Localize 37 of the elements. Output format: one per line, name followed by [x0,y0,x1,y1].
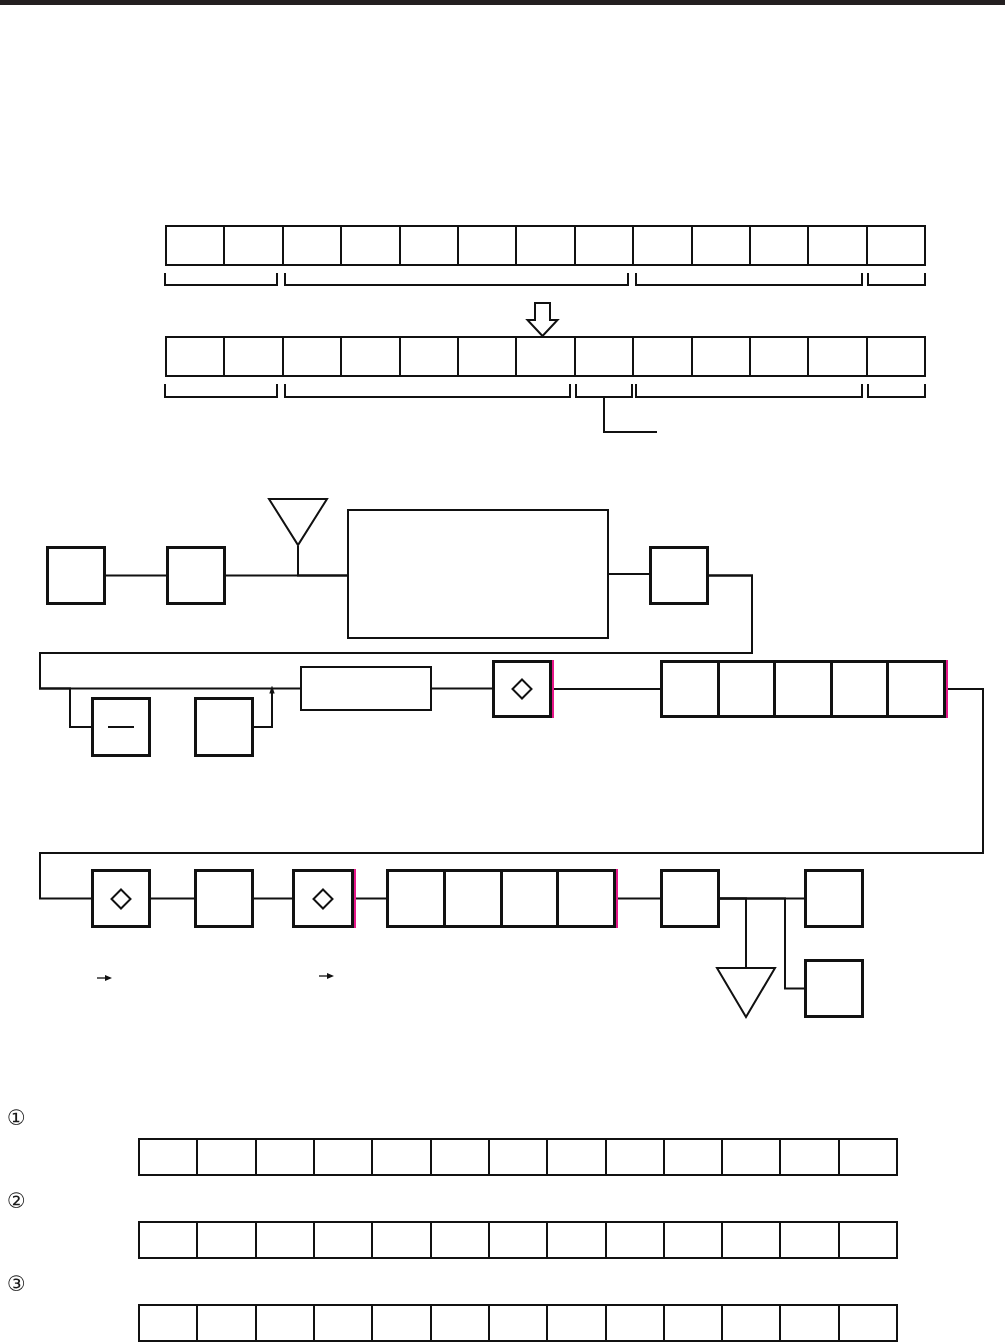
block-arrow [525,302,560,338]
triangle-symbol [716,967,776,1018]
connector-line [551,688,661,690]
connector-line [719,897,805,990]
callout-number: ① [7,1107,26,1129]
connector-line [150,897,195,900]
rectangle-block [347,509,609,639]
connector-line [39,574,753,728]
connector-line [431,687,493,690]
triangle-symbol [268,498,328,546]
square-block [492,660,552,718]
square-block [91,697,151,757]
connector-line [615,897,661,900]
cell-row [386,869,616,928]
square-block [194,697,254,757]
connector-line [353,897,387,900]
square-block [166,546,226,605]
square-block [660,869,720,928]
callout-number: ② [7,1190,26,1212]
square-block [292,869,354,928]
arrow [253,685,275,728]
square-block [804,959,864,1018]
square-block [649,546,709,605]
square-block [194,869,254,928]
square-block [91,869,151,928]
cell-row [660,660,946,718]
cell-row [165,336,926,377]
connector-line [253,897,293,900]
square-block [46,546,106,605]
connector-line [608,573,650,575]
callout-number: ③ [7,1273,26,1295]
connector-line [105,574,167,577]
rectangle-block [300,666,432,711]
connector-line [39,688,984,900]
square-block [804,869,864,928]
connector-line [297,545,348,577]
cell-row [165,225,926,266]
